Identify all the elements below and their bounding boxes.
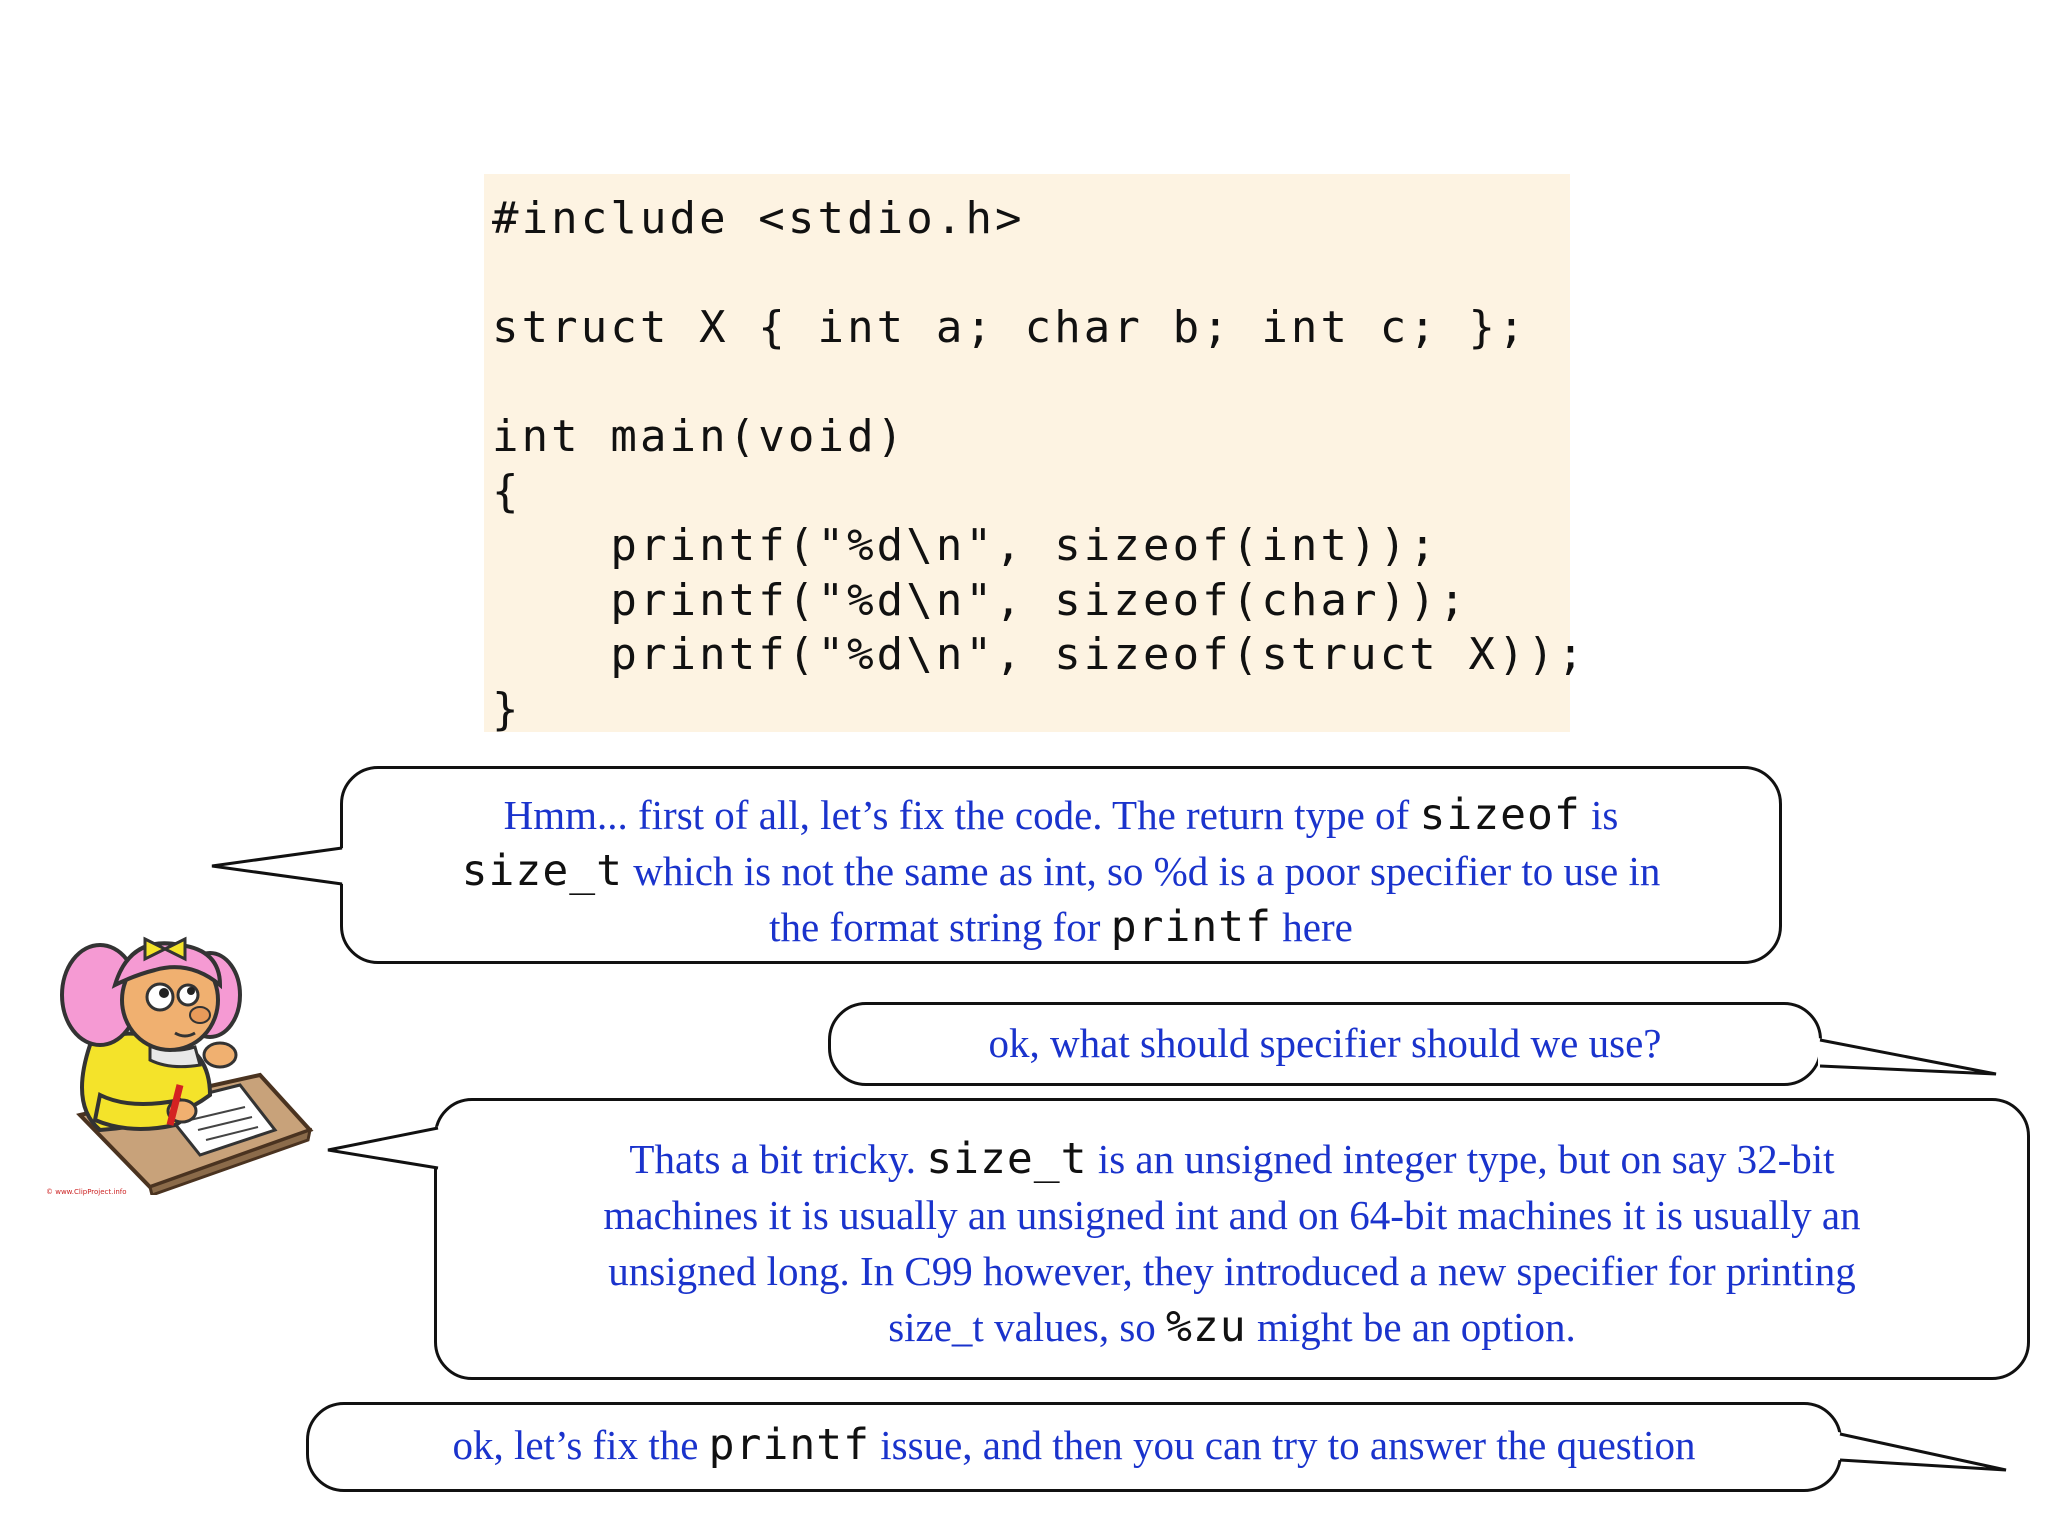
bubble-3-text: Thats a bit tricky. [629, 1136, 927, 1182]
bubble-3-text: is an unsigned integer type, but on say … [1087, 1136, 1835, 1182]
bubble-3-text: size_t values, so [888, 1304, 1167, 1350]
code-line: struct X { int a; char b; int c; }; [492, 302, 1528, 353]
code-line: #include <stdio.h> [492, 193, 1025, 244]
code-text: #include <stdio.h> struct X { int a; cha… [492, 192, 1587, 737]
bubble-1-text: Hmm... first of all, let’s fix the code.… [503, 792, 1420, 838]
code-printf: printf [1110, 902, 1273, 952]
code-line: printf("%d\n", sizeof(struct X)); [492, 629, 1587, 680]
bubble-1-line-3: the format string for printf here [343, 899, 1779, 955]
bubble-1-text: here [1272, 904, 1353, 950]
girl-writing-clipart-icon [60, 936, 314, 1195]
bubble-4-line-1: ok, let’s fix the printf issue, and then… [309, 1417, 1839, 1473]
bubble-4-text: ok, let’s fix the [452, 1422, 709, 1468]
code-sizeof: sizeof [1419, 790, 1581, 840]
speech-bubble-4: ok, let’s fix the printf issue, and then… [306, 1402, 1842, 1492]
bubble-2-tail [1818, 1038, 1996, 1074]
bubble-1-tail [212, 848, 344, 884]
bubble-3-tail [328, 1126, 440, 1168]
code-line: } [492, 683, 522, 735]
code-block: #include <stdio.h> struct X { int a; cha… [484, 174, 1584, 735]
bubble-3-line-4: size_t values, so %zu might be an option… [437, 1299, 2027, 1355]
bubble-3-line-3: unsigned long. In C99 however, they intr… [437, 1243, 2027, 1299]
bubble-2-line-1: ok, what should specifier should we use? [831, 1015, 1819, 1071]
speech-bubble-1: Hmm... first of all, let’s fix the code.… [340, 766, 1782, 964]
clipart-credit: © www.ClipProject.info [46, 1188, 127, 1196]
speech-bubble-3: Thats a bit tricky. size_t is an unsigne… [434, 1098, 2030, 1380]
code-line: printf("%d\n", sizeof(char)); [492, 574, 1469, 626]
speech-bubble-2: ok, what should specifier should we use? [828, 1002, 1822, 1086]
bubble-4-text: issue, and then you can try to answer th… [870, 1422, 1696, 1468]
code-size-t: size_t [926, 1134, 1088, 1184]
bubble-3-text: unsigned long. In C99 however, they intr… [608, 1248, 1856, 1294]
bubble-3-line-1: Thats a bit tricky. size_t is an unsigne… [437, 1131, 2027, 1187]
bubble-1-line-1: Hmm... first of all, let’s fix the code.… [343, 787, 1779, 843]
bubble-1-text: the format string for [769, 904, 1111, 950]
bubble-3-text: might be an option. [1246, 1304, 1576, 1350]
code-printf: printf [708, 1420, 871, 1470]
code-line: { [492, 465, 522, 517]
code-zu-specifier: %zu [1166, 1302, 1247, 1352]
bubble-4-tail [1838, 1432, 2006, 1470]
code-size-t: size_t [461, 846, 623, 896]
bubble-3-line-2: machines it is usually an unsigned int a… [437, 1187, 2027, 1243]
bubble-1-text: which is not the same as int, so %d is a… [623, 848, 1661, 894]
bubble-2-text: ok, what should specifier should we use? [988, 1020, 1662, 1066]
code-line: printf("%d\n", sizeof(int)); [492, 520, 1439, 571]
bubble-1-line-2: size_t which is not the same as int, so … [343, 843, 1779, 899]
code-line: int main(void) [492, 411, 907, 462]
bubble-3-text: machines it is usually an unsigned int a… [603, 1192, 1861, 1238]
bubble-1-text: is [1580, 792, 1619, 838]
